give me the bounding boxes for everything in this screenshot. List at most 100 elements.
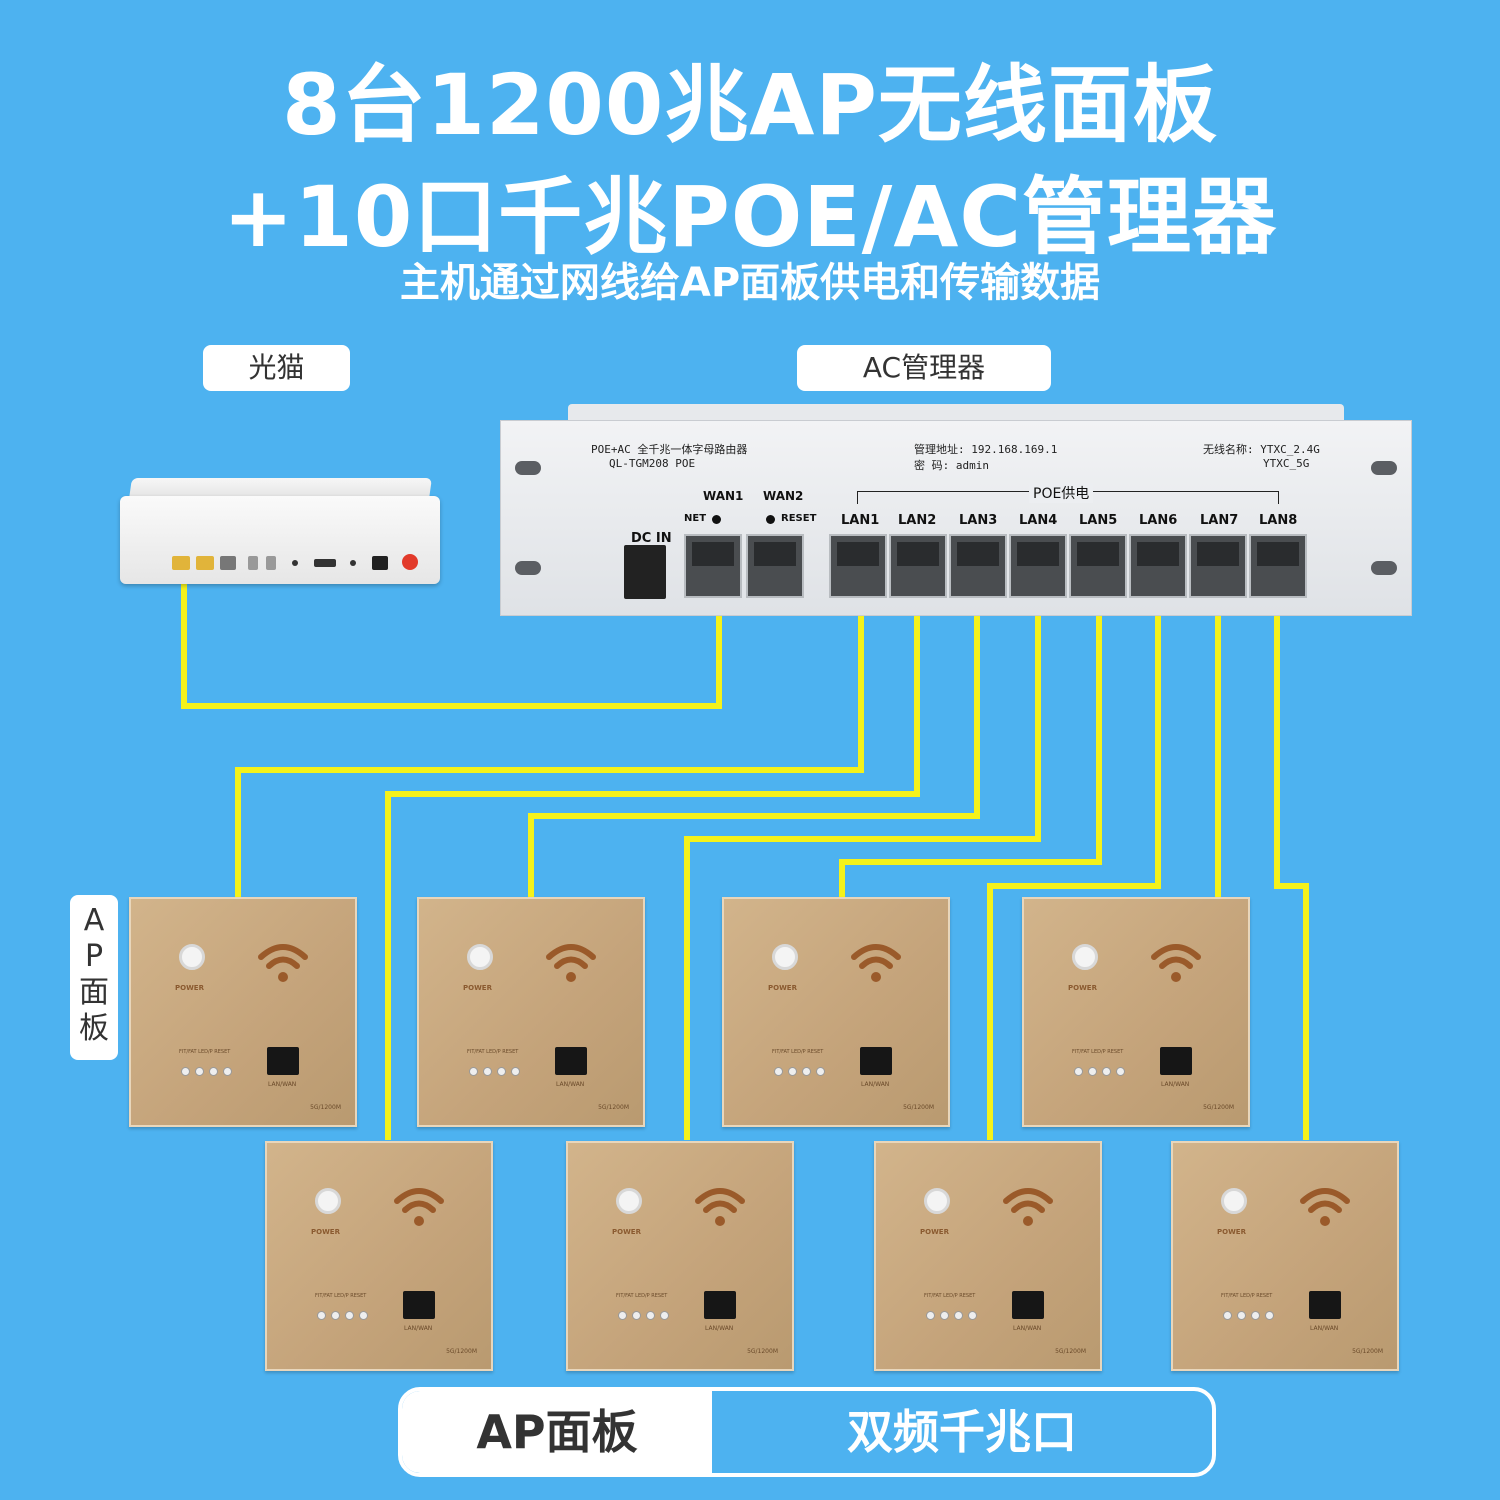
led-labels: FIT/FAT LED/P RESET — [1072, 1049, 1124, 1055]
model-label: 5G/1200M — [1203, 1104, 1234, 1111]
wifi-name-5g: YTXC_5G — [1263, 457, 1310, 470]
modem-pinhole-2 — [350, 560, 356, 566]
led — [181, 1067, 190, 1076]
power-label: POWER — [175, 984, 204, 992]
dc-in-jack — [624, 545, 666, 599]
led — [223, 1067, 232, 1076]
modem-pinhole — [292, 560, 298, 566]
led — [940, 1311, 949, 1320]
reset-label: RESET — [781, 513, 817, 524]
reset-button — [766, 515, 775, 524]
side-char: A — [83, 903, 105, 938]
lan-wan-port — [860, 1047, 892, 1075]
lan1-label: LAN1 — [841, 513, 880, 528]
led-labels: FIT/FAT LED/P RESET — [924, 1293, 976, 1299]
led-indicators — [317, 1305, 373, 1324]
led — [1088, 1067, 1097, 1076]
led — [1251, 1311, 1260, 1320]
title-line-1: 8台1200兆AP无线面板 — [282, 56, 1218, 154]
poe-label: POE供电 — [1029, 483, 1094, 503]
rack-ear-hole — [1371, 561, 1397, 575]
side-char: 面 — [79, 975, 109, 1010]
lan-wan-port — [555, 1047, 587, 1075]
led-indicators — [1074, 1061, 1130, 1080]
cable-lan6 — [987, 570, 1161, 1140]
power-label: POWER — [920, 1228, 949, 1236]
model-label: 5G/1200M — [903, 1104, 934, 1111]
modem-port-yellow-1 — [172, 556, 190, 570]
power-label: POWER — [463, 984, 492, 992]
lan3-port — [949, 534, 1007, 598]
wifi-name: 无线名称: YTXC_2.4G — [1203, 443, 1320, 456]
net-label: NET — [684, 513, 707, 524]
wifi-icon — [546, 944, 596, 982]
cable-lan5 — [839, 570, 1102, 897]
power-button — [616, 1188, 642, 1214]
dc-in-label: DC IN — [631, 531, 672, 546]
led — [1074, 1067, 1083, 1076]
lan4-label: LAN4 — [1019, 513, 1058, 528]
model-label: 5G/1200M — [598, 1104, 629, 1111]
side-char: P — [84, 939, 104, 974]
led-indicators — [1223, 1305, 1279, 1324]
lan-wan-label: LAN/WAN — [556, 1081, 585, 1088]
lan5-label: LAN5 — [1079, 513, 1118, 528]
ac-top — [568, 404, 1344, 424]
lan2-port — [889, 534, 947, 598]
lan8-label: LAN8 — [1259, 513, 1298, 528]
bottom-label-dual-band: 双频千兆口 — [847, 1405, 1077, 1459]
password: 密 码: admin — [914, 459, 989, 472]
power-button — [1072, 944, 1098, 970]
lan-wan-port — [403, 1291, 435, 1319]
led — [345, 1311, 354, 1320]
led — [954, 1311, 963, 1320]
led — [1102, 1067, 1111, 1076]
led — [968, 1311, 977, 1320]
led — [317, 1311, 326, 1320]
mgmt-address: 管理地址: 192.168.169.1 — [914, 443, 1058, 456]
optical-modem — [120, 478, 440, 584]
side-char: 板 — [79, 1011, 109, 1046]
lan-wan-port — [1309, 1291, 1341, 1319]
led-indicators — [181, 1061, 237, 1080]
led — [469, 1067, 478, 1076]
led — [802, 1067, 811, 1076]
led-labels: FIT/FAT LED/P RESET — [772, 1049, 824, 1055]
led-labels: FIT/FAT LED/P RESET — [179, 1049, 231, 1055]
ac-manager-tag: AC管理器 — [797, 345, 1051, 391]
modem-port-usb-2 — [266, 556, 276, 570]
modem-tag: 光猫 — [203, 345, 350, 391]
lan-wan-port — [267, 1047, 299, 1075]
lan6-port — [1129, 534, 1187, 598]
modem-port-yellow-2 — [196, 556, 214, 570]
wan1-label: WAN1 — [703, 489, 744, 503]
title-line-2: +10口千兆POE/AC管理器 — [223, 168, 1277, 266]
lan5-port — [1069, 534, 1127, 598]
power-button — [179, 944, 205, 970]
bottom-label-ap: AP面板 — [402, 1391, 712, 1473]
model-label: 5G/1200M — [1055, 1348, 1086, 1355]
modem-port-usb-1 — [248, 556, 258, 570]
led-labels: FIT/FAT LED/P RESET — [616, 1293, 668, 1299]
lan-wan-label: LAN/WAN — [1310, 1325, 1339, 1332]
subtitle: 主机通过网线给AP面板供电和传输数据 — [399, 260, 1101, 306]
led — [195, 1067, 204, 1076]
lan-wan-label: LAN/WAN — [1013, 1325, 1042, 1332]
cable-lan3 — [528, 570, 980, 897]
power-label: POWER — [612, 1228, 641, 1236]
rack-ear-hole — [515, 461, 541, 475]
power-button — [467, 944, 493, 970]
cable-lan2 — [385, 570, 920, 1140]
modem-port-hdmi — [314, 559, 336, 567]
power-button — [315, 1188, 341, 1214]
wan1-port — [684, 534, 742, 598]
model-label: 5G/1200M — [310, 1104, 341, 1111]
ap-panel-side-tag: A P 面 板 — [70, 895, 118, 1060]
lan-wan-label: LAN/WAN — [861, 1081, 890, 1088]
led — [618, 1311, 627, 1320]
lan-wan-label: LAN/WAN — [404, 1325, 433, 1332]
